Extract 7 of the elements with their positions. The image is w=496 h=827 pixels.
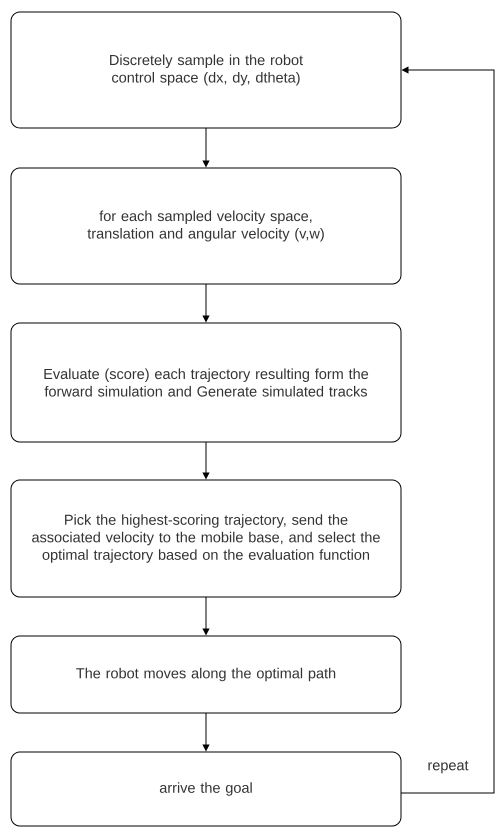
process-box: Discretely sample in the robot control space (dx, dy, dtheta) — [10, 12, 402, 128]
process-box: Evaluate (score) each trajectory resulting form the forward simulation and Generate simulated tracks — [10, 322, 402, 442]
edge-label: repeat — [428, 760, 468, 774]
process-box: for each sampled velocity space, translation and angular velocity (v,w) — [10, 168, 402, 284]
process-box: The robot moves along the optimal path — [10, 636, 402, 714]
process-box: Pick the highest-scoring trajectory, send the associated velocity to the mobile base, and select the optimal trajectory based on the evaluation function — [10, 480, 402, 598]
process-box: arrive the goal — [10, 752, 402, 826]
